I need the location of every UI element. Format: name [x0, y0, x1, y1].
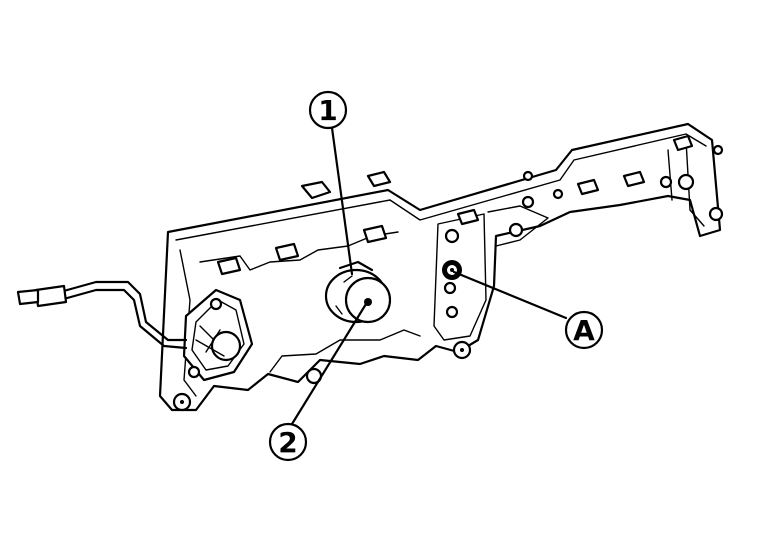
callout-2: 2: [268, 422, 308, 462]
boss-a: [442, 260, 462, 280]
callout-a-label: A: [573, 314, 595, 347]
callout-a: A: [564, 310, 604, 350]
retaining-clips: [216, 134, 694, 276]
mounting-holes: [172, 144, 724, 412]
wire-harness: [16, 280, 188, 350]
rotary-coupling: [324, 260, 392, 324]
leader-lines: [290, 126, 568, 426]
switch-assembly: [182, 288, 254, 382]
callout-1: 1: [308, 90, 348, 130]
callout-1-label: 1: [318, 94, 337, 127]
bracket-body: [158, 122, 722, 412]
callout-2-label: 2: [278, 426, 297, 459]
